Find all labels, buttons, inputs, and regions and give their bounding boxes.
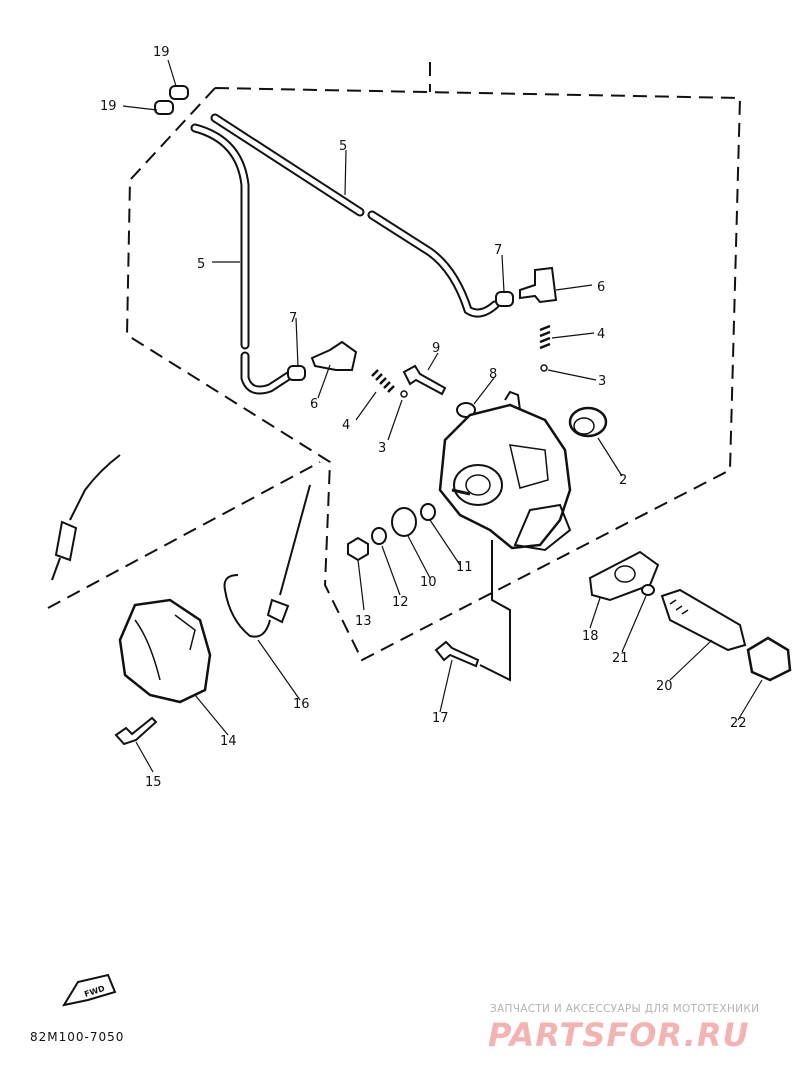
- part-label: 6: [310, 397, 318, 412]
- part-label: 4: [342, 418, 350, 433]
- part-label: 19: [100, 99, 117, 114]
- part-label: 12: [392, 595, 409, 610]
- part-label: 7: [494, 243, 502, 258]
- disc-10: [391, 507, 417, 537]
- part-label: 20: [656, 679, 673, 694]
- part-label: 14: [220, 734, 237, 749]
- part-label: 2: [619, 473, 627, 488]
- part-label: 9: [432, 341, 440, 356]
- assembly-boundary-dashed: [125, 62, 742, 662]
- shaft-20: [660, 588, 747, 652]
- bolt-17: [434, 640, 480, 668]
- ball-3-left: [400, 390, 408, 398]
- washer-8: [456, 402, 476, 418]
- part-label: 13: [355, 614, 372, 629]
- clamp-7-right: [495, 291, 514, 307]
- part-label: 10: [420, 575, 437, 590]
- nut-13: [347, 536, 369, 562]
- seal-2: [568, 406, 608, 438]
- clamp-19-upper: [169, 85, 189, 100]
- cable-16: [223, 484, 311, 638]
- watermark-brand: PARTSFOR.RU: [488, 1016, 750, 1054]
- lower-dashed-line: [47, 461, 321, 609]
- part-label: 5: [339, 139, 347, 154]
- leader-lines: [122, 59, 763, 773]
- part-label: 15: [145, 775, 162, 790]
- pump-body: [438, 403, 572, 550]
- leader-17-bracket: [479, 540, 511, 682]
- bolt-9: [402, 364, 447, 396]
- drawing-code: 82M100-7050: [30, 1030, 125, 1044]
- ball-3-right: [540, 364, 548, 372]
- part-label: 8: [489, 367, 497, 382]
- part-label: 3: [598, 374, 606, 389]
- clamp-7-left: [287, 365, 306, 381]
- wire-harness: [51, 454, 121, 581]
- washer-21: [641, 584, 655, 596]
- part-number-labels: 19 19 5 5 7 6 7 6 9 8 4 3 4 3 2 10 11 12…: [100, 45, 747, 790]
- fitting-6-left: [310, 340, 358, 371]
- fwd-arrow: [61, 973, 117, 1007]
- part-label: 4: [597, 327, 605, 342]
- screw-15: [114, 716, 158, 746]
- spring-4-left: [371, 369, 395, 393]
- part-label: 19: [153, 45, 170, 60]
- part-label: 16: [293, 697, 310, 712]
- watermark-tagline: ЗАПЧАСТИ И АКСЕССУАРЫ ДЛЯ МОТОТЕХНИКИ: [490, 1003, 760, 1015]
- part-label: 22: [730, 716, 747, 731]
- part-label: 18: [582, 629, 599, 644]
- part-label: 11: [456, 560, 473, 575]
- part-label: 7: [289, 311, 297, 326]
- cap-22: [746, 636, 792, 682]
- cover-14: [118, 598, 212, 704]
- part-label: 3: [378, 441, 386, 456]
- clamp-19-lower: [154, 100, 174, 115]
- part-label: 5: [197, 257, 205, 272]
- part-label: 6: [597, 280, 605, 295]
- ring-12: [371, 527, 387, 545]
- part-label: 17: [432, 711, 449, 726]
- washer-11: [420, 503, 436, 521]
- part-label: 21: [612, 651, 629, 666]
- spring-4-right: [539, 324, 551, 350]
- fitting-6-right: [519, 266, 558, 304]
